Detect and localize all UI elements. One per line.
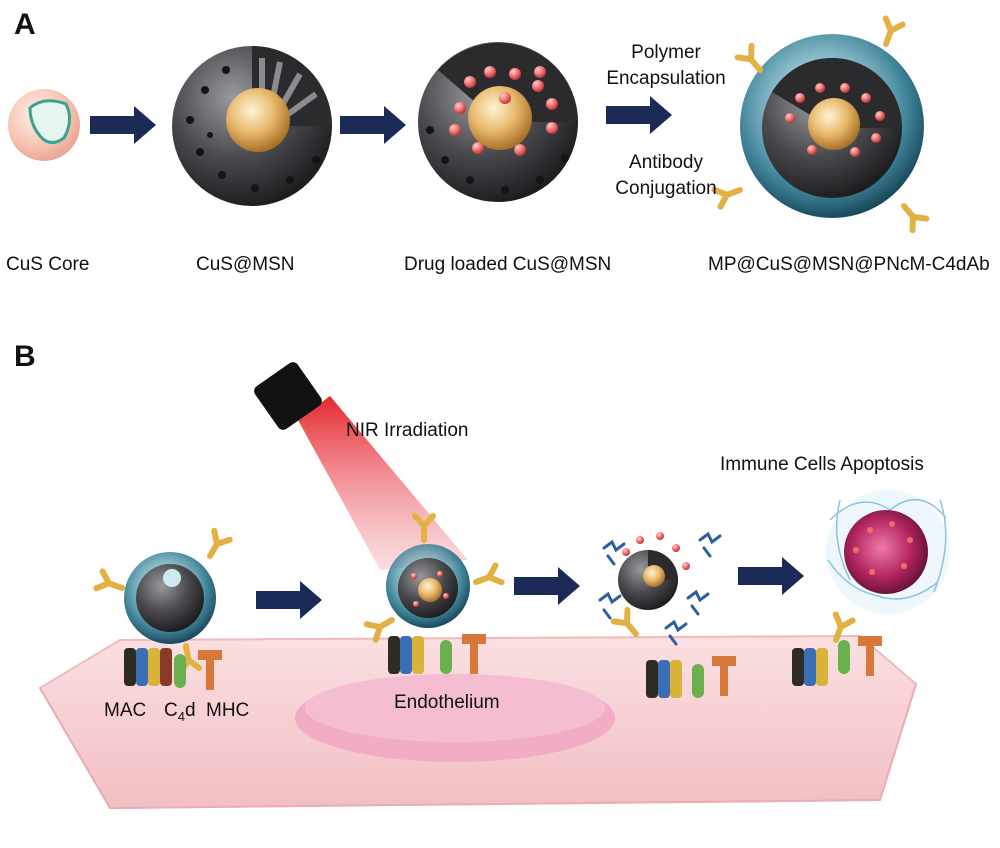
endothelium-label: Endothelium [394, 692, 500, 713]
particle-stage-3 [598, 531, 722, 646]
receptor-label-c4d: C4d [164, 700, 196, 724]
arrow-6 [738, 557, 804, 595]
panel-a [8, 18, 926, 230]
stage-label-cus-core: CuS Core [6, 254, 90, 275]
cus-msn-particle [172, 46, 332, 206]
apoptotic-immune-cell [826, 490, 950, 614]
particle-stage-2 [367, 516, 502, 640]
cus-core-particle [8, 89, 80, 161]
receptor-group-2 [388, 634, 486, 674]
arrow-4 [256, 581, 322, 619]
stage-label-drug-loaded: Drug loaded CuS@MSN [404, 254, 612, 275]
receptor-group-1 [124, 648, 222, 690]
arrow-2 [340, 106, 406, 144]
nir-label: NIR Irradiation [346, 420, 469, 441]
step-label-antibody: Antibody [629, 152, 703, 173]
c4d-subscript: 4 [177, 708, 185, 724]
nir-laser [254, 362, 468, 570]
arrow-1 [90, 106, 156, 144]
arrow-3 [606, 96, 672, 134]
final-nanoparticle [714, 18, 926, 230]
apoptosis-label: Immune Cells Apoptosis [720, 454, 924, 475]
receptor-group-4 [792, 614, 882, 686]
step-label-encapsulation: Encapsulation [606, 68, 726, 89]
step-label-conjugation: Conjugation [615, 178, 717, 199]
panel-a-letter: A [14, 8, 36, 41]
c4d-prefix: C [164, 700, 178, 721]
step-label-polymer: Polymer [631, 42, 701, 63]
stage-label-final-particle: MP@CuS@MSN@PNcM-C4dAb [708, 254, 990, 275]
receptor-label-mac: MAC [104, 700, 147, 721]
drug-loaded-particle [418, 42, 578, 202]
stage-label-cus-msn: CuS@MSN [196, 254, 295, 275]
c4d-suffix: d [184, 700, 196, 721]
receptor-group-3 [646, 656, 736, 698]
arrow-5 [514, 567, 580, 605]
panel-b-letter: B [14, 340, 36, 373]
panel-b [38, 362, 950, 810]
receptor-label-mhc: MHC [206, 700, 250, 721]
particle-stage-1 [96, 531, 229, 671]
